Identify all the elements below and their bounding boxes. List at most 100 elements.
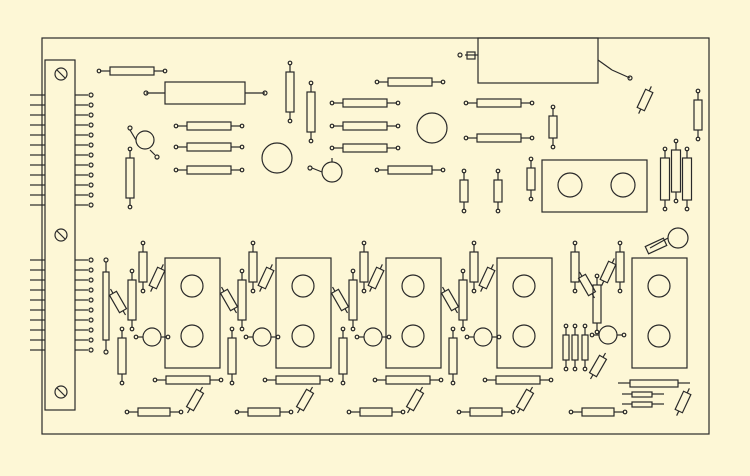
pin-16 [30,297,94,303]
slanted-part-14 [515,386,535,414]
pin-21 [30,347,94,353]
slanted-part-1 [108,288,128,316]
pin-8 [30,172,94,178]
slanted-part-7 [440,286,460,314]
resistor-h-8 [374,165,446,175]
resistor-h-17 [234,407,294,417]
resistor-v-4 [459,168,469,214]
resistor-v-22 [448,326,458,386]
diode-cluster [618,379,690,408]
pin-10 [30,192,94,198]
resistor-h-2 [173,142,245,152]
pin-17 [30,307,94,313]
pin-18 [30,317,94,323]
resistor-v-9 [670,138,682,204]
resistor-v-5 [493,168,503,214]
relay-blocks [164,257,688,369]
relay-block-1 [275,257,332,369]
slanted-part-3 [219,286,239,314]
resistor-v-0 [285,60,295,124]
slanted-components [108,86,692,416]
transistor-1 [243,327,281,347]
resistor-v-25 [615,240,625,294]
resistor-v-17 [359,240,369,294]
round-capacitor-left [261,142,293,174]
pin-13 [30,267,94,273]
relay-block-3 [496,257,553,369]
slanted-part-10 [636,86,654,114]
resistor-h-11 [152,375,224,385]
pin-3 [30,122,94,128]
connector-pins [30,92,94,353]
resistor-h-3 [173,165,245,175]
resistor-v-27 [571,323,579,372]
lower-transistors [133,325,627,347]
transistor-upper-mid [307,158,343,183]
slanted-part-9 [577,271,597,299]
resistor-v-20 [469,240,479,294]
resistor-h-18 [346,407,406,417]
round-capacitor-right [416,112,448,144]
resistor-v-10 [681,146,693,212]
vertical-resistors [117,60,703,386]
resistor-h-19 [456,407,516,417]
transistor-2 [354,327,392,347]
relay-block-2 [385,257,442,369]
resistor-v-21 [458,268,468,332]
pin-11 [30,202,94,208]
slanted-part-16 [674,388,692,416]
horizontal-resistors [96,66,628,417]
transistor-3 [464,327,502,347]
edge-connector [30,59,94,411]
potentiometer [644,227,689,255]
resistor-h-4 [329,98,401,108]
pin-12 [30,257,94,263]
slanted-part-0 [148,264,166,292]
resistor-v-28 [581,323,589,372]
relay-block-4 [631,257,688,369]
relay-block-0 [164,257,221,369]
slanted-part-6 [478,264,496,292]
resistor-h-5 [329,121,401,131]
resistor-h-9 [463,98,535,108]
resistor-h-7 [374,77,446,87]
resistor-v-24 [592,273,602,335]
pin-2 [30,112,94,118]
resistor-v-15 [237,268,247,332]
resistor-v-6 [526,156,536,202]
resistor-h-14 [482,375,554,385]
resistor-h-0 [96,66,168,76]
connector-body [44,59,76,411]
power-resistor [143,81,268,105]
pin-19 [30,327,94,333]
transistor-0 [133,327,171,347]
resistor-h-1 [173,121,245,131]
slanted-part-12 [295,386,315,414]
resistor-v-2 [125,146,135,210]
resistor-v-23 [570,240,580,294]
relay-block-upper [541,159,648,213]
pin-5 [30,142,94,148]
resistor-h-13 [372,375,444,385]
connector-screw-bottom [54,385,68,399]
pin-9 [30,182,94,188]
pin-15 [30,287,94,293]
large-component-top [457,37,633,84]
resistor-v-1 [306,80,316,144]
slanted-part-11 [185,386,205,414]
pin-1 [30,102,94,108]
slanted-part-13 [405,386,425,414]
connector-screw-middle [54,228,68,242]
resistor-v-7 [693,88,703,142]
pin-6 [30,152,94,158]
resistor-v-13 [117,326,127,386]
resistor-h-12 [262,375,334,385]
resistor-h-16 [124,407,184,417]
resistor-h-20 [568,407,628,417]
resistor-v-11 [138,240,148,294]
resistor-v-18 [348,268,358,332]
resistor-v-8 [659,146,671,212]
slanted-part-15 [588,352,608,380]
